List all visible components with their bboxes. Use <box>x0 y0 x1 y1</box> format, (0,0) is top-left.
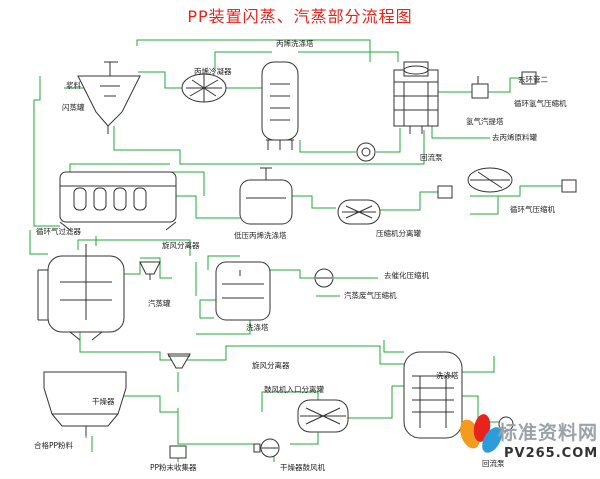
steam-waste-gas-compressor <box>314 268 334 288</box>
label-loop-gas-compressor: 循环气压缩机 <box>510 205 555 214</box>
h2-stripper <box>393 61 439 134</box>
wash-tower-2 <box>403 351 463 439</box>
compressor-separator <box>337 199 381 225</box>
label-loop-h2-compressor: 循环氢气压缩机 <box>514 99 567 108</box>
propylene-wash-tower <box>261 61 299 150</box>
label-reflux-pump: 回流泵 <box>482 459 505 468</box>
propylene-condenser <box>181 73 227 103</box>
label-return-pump: 回流泵 <box>420 153 443 162</box>
wash-tower-1 <box>215 261 271 321</box>
return-pump <box>356 142 376 162</box>
label-cyclone-separator-1: 旋风分离器 <box>162 241 200 250</box>
steaming-tank <box>37 244 125 341</box>
loop-gas-filter <box>59 171 177 231</box>
cyclone-separator-1 <box>139 261 161 280</box>
watermark-logo-icon <box>460 414 502 453</box>
label-propylene-wash-tower: 丙烯洗涤塔 <box>276 39 314 48</box>
loop-gas-compressor <box>437 167 577 199</box>
label-dryer: 干燥器 <box>92 397 115 406</box>
flash-tank <box>77 61 141 134</box>
label-propylene-condenser: 丙烯冷凝器 <box>194 67 232 76</box>
label-dryer-blower: 干燥器鼓风机 <box>280 463 325 472</box>
reflux-pump <box>498 416 514 432</box>
low-pressure-wash-tower <box>239 167 293 225</box>
diagram-title: PP装置闪蒸、汽蒸部分流程图 <box>187 7 413 26</box>
pp-powder-collector <box>169 445 187 459</box>
label-to-propylene-tank: 去丙烯原料罐 <box>492 133 537 142</box>
label-fan-inlet-separator: 鼓风机入口分离罐 <box>264 385 324 394</box>
label-to-loop-2: 去环管二 <box>518 75 548 84</box>
watermark-url: PV265.COM <box>504 446 599 461</box>
label-flash-tank: 闪蒸罐 <box>62 103 85 112</box>
label-steaming-tank: 汽蒸罐 <box>148 299 171 308</box>
label-pp-powder-collector: PP粉末收集器 <box>150 463 197 472</box>
label-qualified-pp-powder: 合格PP粉料 <box>34 441 74 450</box>
cyclone-separator-2 <box>167 353 191 369</box>
dryer <box>43 371 127 436</box>
label-compressor-separator: 压缩机分离罐 <box>376 229 421 238</box>
dryer-blower <box>253 438 280 458</box>
label-h2-stripper: 氢气汽提塔 <box>466 117 504 126</box>
label-slurry: 浆料 <box>66 81 81 90</box>
watermark-text: 标准资料网 <box>498 422 599 444</box>
label-steam-waste-gas-compressor: 汽蒸废气压缩机 <box>344 291 397 300</box>
label-wash-tower-1: 洗涤塔 <box>246 323 269 332</box>
label-to-catalytic-compressor: 去催化压缩机 <box>384 271 429 280</box>
fan-inlet-separator <box>297 399 349 433</box>
label-low-pressure-wash-tower: 低压丙烯洗涤塔 <box>234 231 287 240</box>
loop-h2-compressor <box>471 71 537 99</box>
label-cyclone-separator-2: 旋风分离器 <box>252 361 290 370</box>
label-loop-gas-filter: 循环气过滤器 <box>36 227 81 236</box>
label-wash-tower-2: 洗涤塔 <box>436 371 459 380</box>
